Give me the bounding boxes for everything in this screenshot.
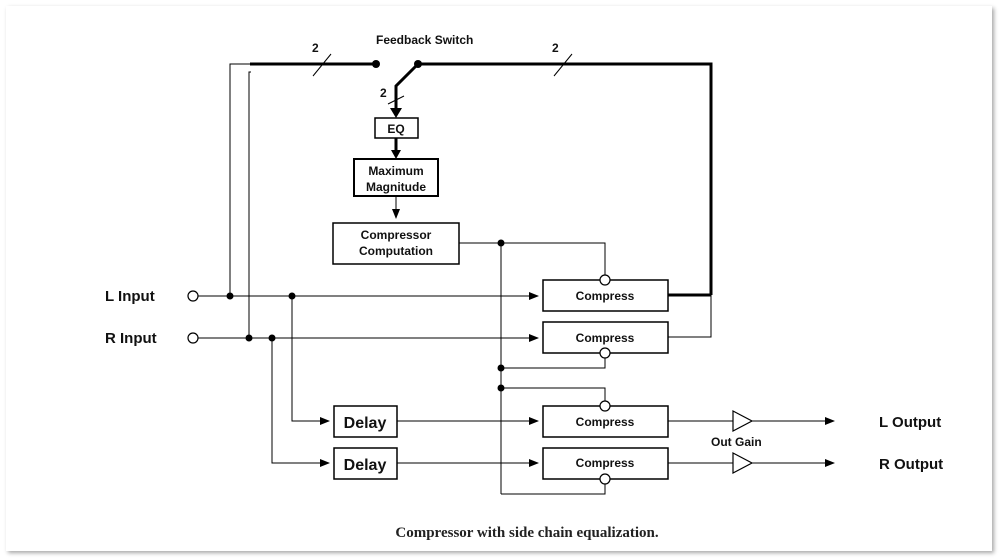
max-magnitude-box (353, 158, 439, 197)
max-magnitude-line2: Magnitude (366, 180, 426, 194)
bus-width-down: 2 (380, 86, 387, 100)
r-out-gain-triangle (732, 452, 754, 474)
compress-label: Compress (576, 289, 635, 303)
compress-label: Compress (576, 415, 635, 429)
l-output-label: L Output (879, 414, 941, 431)
bus-slash-left (312, 53, 332, 77)
switch-contact-left (372, 60, 380, 68)
bus-width-right: 2 (552, 41, 559, 55)
l-input-terminal (187, 290, 199, 302)
r-input-terminal (187, 332, 199, 344)
feedback-switch-label: Feedback Switch (376, 33, 473, 47)
l-delay-label: Delay (344, 415, 387, 432)
figure-caption: Compressor with side chain equalization. (395, 525, 658, 541)
r-delay-label: Delay (344, 457, 387, 474)
comp-line2: Computation (359, 244, 433, 258)
compress-label: Compress (576, 331, 635, 345)
bus-slash-right (553, 53, 573, 77)
bus-slash-down (387, 95, 405, 105)
l-delay-box (333, 405, 398, 438)
gain-port (599, 274, 611, 286)
left-sidechain-tap (229, 63, 250, 296)
switch-blade (394, 62, 420, 112)
out-gain-label: Out Gain (711, 435, 762, 449)
l-out-gain-triangle (732, 410, 754, 432)
bus-width-left: 2 (312, 41, 319, 55)
comp-line1: Compressor (361, 228, 432, 242)
r-output-label: R Output (879, 456, 943, 473)
r-to-delay (271, 338, 330, 467)
max-magnitude-line1: Maximum (368, 164, 423, 178)
r-input-label: R Input (105, 330, 157, 347)
eq-label: EQ (387, 122, 404, 136)
switch-arrow (390, 108, 402, 118)
feedback-bus-right (418, 62, 713, 295)
gain-port (599, 473, 611, 485)
r-delay-box (333, 447, 398, 480)
gain-port (599, 400, 611, 412)
gain-port (599, 347, 611, 359)
l-input-label: L Input (105, 288, 155, 305)
compress-label: Compress (576, 456, 635, 470)
gain-control-bus (459, 242, 502, 494)
l-to-delay (291, 296, 330, 425)
right-sidechain-tap (248, 71, 251, 338)
